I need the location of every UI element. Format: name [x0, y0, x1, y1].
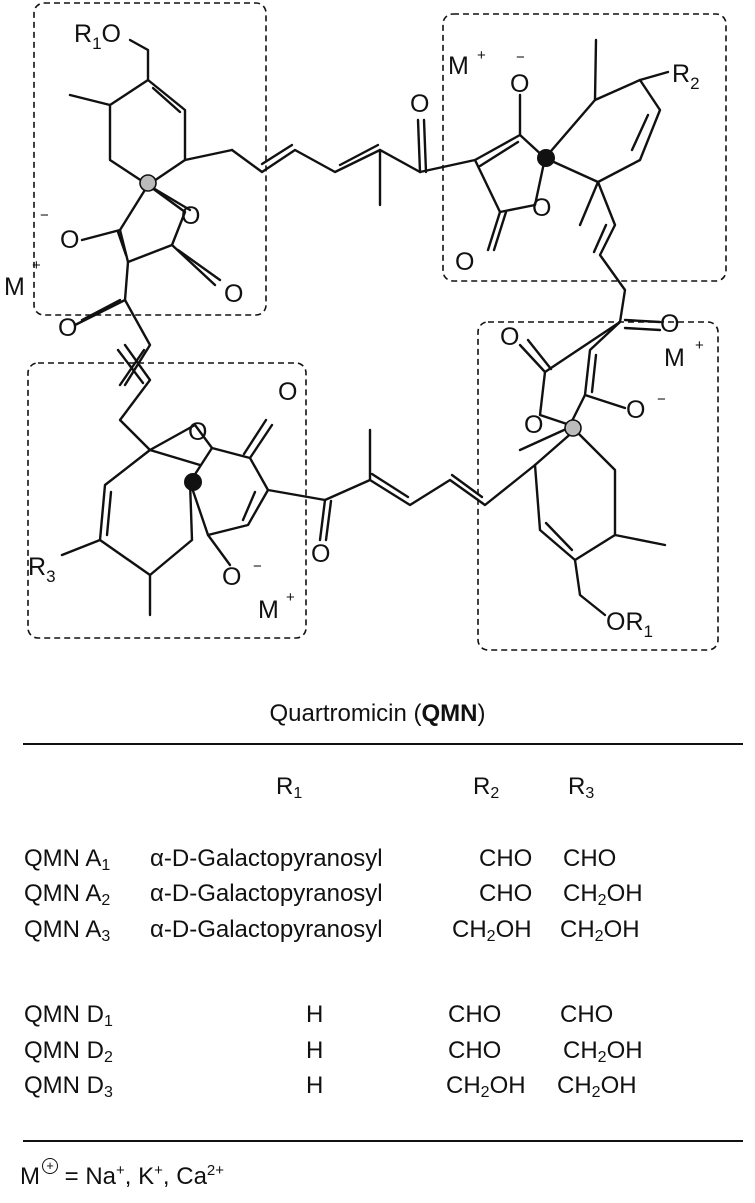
minus-charge-top-right: −	[516, 49, 525, 66]
ketone-oxygen-bottom: O	[311, 540, 330, 568]
row-r3: CHO	[563, 845, 617, 872]
minus-charge-bottom-left: −	[253, 558, 262, 575]
polyene-bottom	[323, 463, 537, 507]
polyene-right	[596, 180, 627, 324]
row-r2: CHO	[479, 880, 533, 907]
polyene-top	[230, 148, 422, 174]
unit-bottom-right: O O O − M + OR1	[500, 320, 704, 641]
row-r3: CH2OH	[563, 1037, 643, 1066]
row-r1: α-D-Galactopyranosyl	[150, 916, 383, 943]
row-r1: α-D-Galactopyranosyl	[150, 845, 383, 872]
ring-oxygen-top-left: O	[181, 202, 200, 230]
row-r1: H	[306, 1037, 324, 1064]
unit-top-right: M + O − O O R2	[448, 38, 700, 276]
row-r2: CHO	[448, 1037, 502, 1064]
box-bottom-right	[477, 321, 719, 651]
row-name: QMN A3	[24, 916, 111, 945]
carbonyl-oxygen-bottom-left: O	[278, 378, 297, 406]
minus-charge-bottom-right: −	[657, 391, 666, 408]
ketone-oxygen-left: O	[58, 314, 77, 342]
row-r2: CHO	[479, 845, 533, 872]
ring-oxygen-bottom-right: O	[524, 411, 543, 439]
counterion-top-left: M	[4, 273, 25, 301]
ring-oxygen-bottom-left: O	[188, 418, 207, 446]
quartromicin-structure: R1O O O − O M + O O M + O − O O R2	[4, 2, 727, 651]
unit-bottom-left: O O O − M + R3	[28, 343, 297, 624]
stereocenter-bottom-left	[184, 473, 202, 491]
stereocenter-bottom-right	[564, 419, 582, 437]
ketone-oxygen-right: O	[660, 310, 679, 338]
counterion-bottom-left: M	[258, 596, 279, 624]
row-name: QMN D1	[24, 1001, 113, 1030]
header-r2: R2	[473, 773, 500, 802]
ketone-oxygen-top: O	[410, 90, 429, 118]
or1-label-bottom-right: OR1	[606, 608, 653, 641]
enolate-oxygen-bottom-left: O	[222, 563, 241, 591]
row-r2: CHO	[448, 1001, 502, 1028]
row-r3: CHO	[560, 1001, 614, 1028]
enolate-oxygen-bottom-right: O	[626, 396, 645, 424]
plus-charge-top-left: +	[32, 257, 41, 274]
ring-oxygen-top-right: O	[532, 194, 551, 222]
header-r1: R1	[276, 773, 303, 802]
stereocenter-top-right	[537, 149, 555, 167]
r1o-label-top-left: R1O	[74, 20, 121, 53]
row-r2: CH2OH	[446, 1072, 526, 1101]
row-name: QMN D2	[24, 1037, 113, 1066]
counterion-bottom-right: M	[664, 344, 685, 372]
r3-label: R3	[28, 553, 56, 586]
unit-top-left: R1O O O − O M + O	[4, 20, 243, 387]
row-name: QMN A1	[24, 845, 111, 874]
carbonyl-oxygen-bottom-right: O	[500, 323, 519, 351]
row-r3: CH2OH	[560, 916, 640, 945]
row-r1: H	[306, 1072, 324, 1099]
circled-plus-icon: +	[42, 1158, 58, 1174]
table-bottom-rule	[23, 1140, 743, 1142]
plus-charge-bottom-left: +	[286, 589, 295, 606]
box-top-right	[442, 13, 727, 282]
row-r3: CH2OH	[557, 1072, 637, 1101]
row-r2: CH2OH	[452, 916, 532, 945]
row-r1: H	[306, 1001, 324, 1028]
enolate-oxygen-top-left: O	[60, 226, 79, 254]
table-top-rule	[23, 743, 743, 745]
carbonyl-oxygen-top-left: O	[224, 280, 243, 308]
plus-charge-bottom-right: +	[695, 337, 704, 354]
minus-charge-top-left: −	[40, 207, 49, 224]
row-name: QMN A2	[24, 880, 111, 909]
box-bottom-left	[27, 362, 307, 639]
header-r3: R3	[568, 773, 595, 802]
stereocenter-top-left	[139, 174, 157, 192]
r2-label: R2	[672, 60, 700, 93]
counterion-top-right: M	[448, 52, 469, 80]
box-top-left	[33, 2, 267, 316]
carbonyl-oxygen-top-right: O	[455, 248, 474, 276]
compound-caption: Quartromicin (QMN)	[269, 700, 486, 727]
counterion-footnote: M+ = Na+, K+, Ca2+	[20, 1158, 225, 1190]
plus-charge-top-right: +	[477, 47, 486, 64]
enolate-oxygen-top-right: O	[510, 70, 529, 98]
row-r3: CH2OH	[563, 880, 643, 909]
row-r1: α-D-Galactopyranosyl	[150, 880, 383, 907]
row-name: QMN D3	[24, 1072, 113, 1101]
